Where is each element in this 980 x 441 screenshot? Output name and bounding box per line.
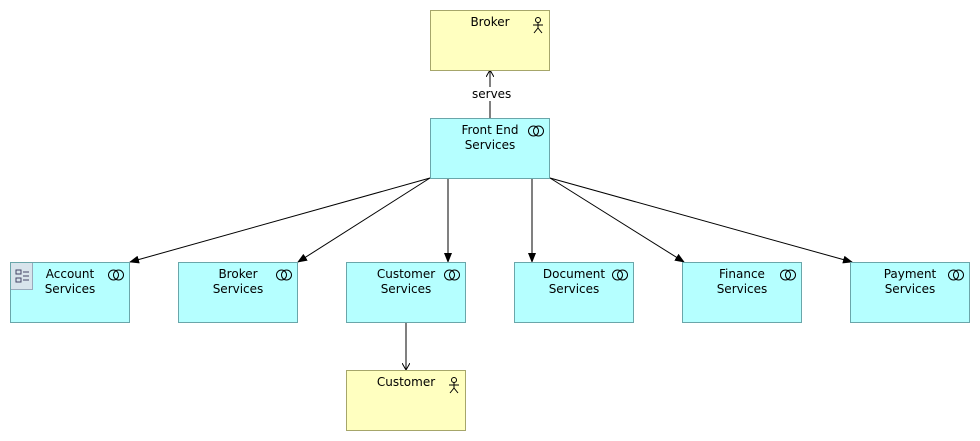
- service-account[interactable]: Account Services: [10, 262, 130, 323]
- service-icon: [948, 269, 964, 281]
- actor-customer[interactable]: Customer: [346, 370, 466, 431]
- actor-icon: [449, 377, 459, 394]
- service-customer[interactable]: Customer Services: [346, 262, 466, 323]
- service-icon: [780, 269, 796, 281]
- actor-customer-label: Customer: [376, 375, 436, 389]
- service-account-label: Account Services: [44, 267, 96, 296]
- service-icon: [612, 269, 628, 281]
- service-finance[interactable]: Finance Services: [682, 262, 802, 323]
- service-broker-label: Broker Services: [212, 267, 264, 296]
- service-icon: [528, 125, 544, 137]
- service-icon: [444, 269, 460, 281]
- service-customer-label: Customer Services: [376, 267, 436, 296]
- service-icon: [276, 269, 292, 281]
- edge-frontend-account: [129, 177, 431, 264]
- edge-frontend-finance: [549, 177, 685, 263]
- service-front-end[interactable]: Front End Services: [430, 118, 550, 179]
- service-document[interactable]: Document Services: [514, 262, 634, 323]
- service-front-end-label: Front End Services: [461, 123, 519, 152]
- actor-broker-label: Broker: [470, 15, 510, 29]
- service-broker[interactable]: Broker Services: [178, 262, 298, 323]
- service-finance-label: Finance Services: [716, 267, 768, 296]
- service-icon: [108, 269, 124, 281]
- actor-icon: [533, 17, 543, 34]
- service-document-label: Document Services: [542, 267, 606, 296]
- actor-broker[interactable]: Broker: [430, 10, 550, 71]
- service-payment-label: Payment Services: [883, 267, 937, 296]
- edge-frontend-broker: [297, 177, 431, 263]
- component-icon: [11, 263, 33, 290]
- service-payment[interactable]: Payment Services: [850, 262, 970, 323]
- edge-frontend-payment: [549, 177, 853, 264]
- edge-label-serves: serves: [471, 87, 513, 101]
